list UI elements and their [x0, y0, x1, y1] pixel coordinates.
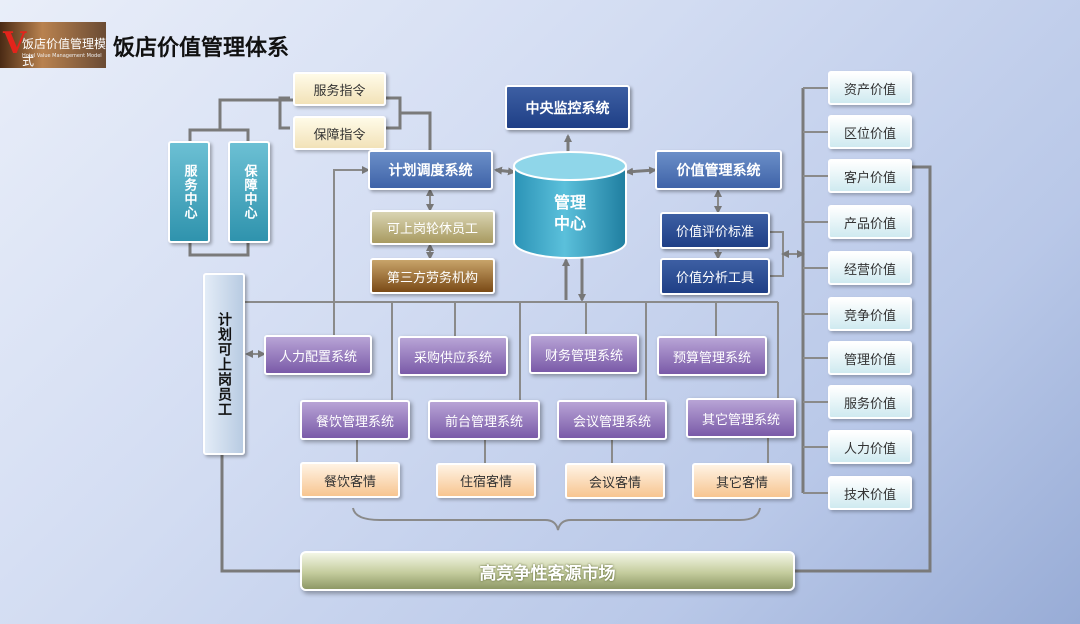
competitive-market[interactable]: 高竞争性客源市场 — [300, 551, 795, 591]
logo-mark: V — [3, 26, 27, 61]
procurement-system[interactable]: 采购供应系统 — [398, 336, 508, 376]
rotation-staff[interactable]: 可上岗轮休员工 — [370, 210, 495, 245]
page-title: 饭店价值管理体系 — [113, 36, 290, 61]
fnb-system[interactable]: 餐饮管理系统 — [300, 400, 410, 440]
plan-staff-label: 计划可上岗员工 — [216, 311, 232, 417]
value-management-system[interactable]: 价值管理系统 — [655, 150, 782, 190]
value-item-operation[interactable]: 经营价值 — [828, 251, 912, 285]
value-item-technology[interactable]: 技术价值 — [828, 476, 912, 510]
conference-guest-info[interactable]: 会议客情 — [565, 463, 665, 499]
central-monitor-system[interactable]: 中央监控系统 — [505, 85, 630, 130]
conference-system[interactable]: 会议管理系统 — [557, 400, 667, 440]
management-center-cylinder[interactable] — [512, 150, 628, 262]
service-center[interactable]: 服务中心 — [168, 141, 210, 243]
value-item-management[interactable]: 管理价值 — [828, 341, 912, 375]
plan-staff: 计划可上岗员工 — [203, 273, 245, 455]
finance-system[interactable]: 财务管理系统 — [529, 334, 639, 374]
logo-text: 饭店价值管理模式 — [22, 37, 106, 68]
logo-subtext: Hotel Value Management Model — [22, 53, 102, 59]
value-item-customer[interactable]: 客户价值 — [828, 159, 912, 193]
lodging-guest-info[interactable]: 住宿客情 — [436, 463, 536, 498]
management-center-label: 管理中心 — [518, 192, 622, 234]
value-item-location[interactable]: 区位价值 — [828, 115, 912, 149]
other-system[interactable]: 其它管理系统 — [686, 398, 796, 438]
management-center-text: 管理中心 — [553, 193, 586, 233]
budget-system[interactable]: 预算管理系统 — [657, 336, 767, 376]
support-center[interactable]: 保障中心 — [228, 141, 270, 243]
other-guest-info[interactable]: 其它客情 — [692, 463, 792, 499]
plan-dispatch-system[interactable]: 计划调度系统 — [368, 150, 493, 190]
value-analysis-tool[interactable]: 价值分析工具 — [660, 258, 770, 295]
hr-config-system[interactable]: 人力配置系统 — [264, 335, 372, 375]
support-order[interactable]: 保障指令 — [293, 116, 386, 150]
value-item-product[interactable]: 产品价值 — [828, 205, 912, 239]
value-eval-standard[interactable]: 价值评价标准 — [660, 212, 770, 249]
service-order[interactable]: 服务指令 — [293, 72, 386, 106]
value-item-human[interactable]: 人力价值 — [828, 430, 912, 464]
third-party-agency[interactable]: 第三方劳务机构 — [370, 258, 495, 294]
front-desk-system[interactable]: 前台管理系统 — [428, 400, 540, 440]
value-item-competition[interactable]: 竞争价值 — [828, 297, 912, 331]
brand-logo: V 饭店价值管理模式 Hotel Value Management Model — [0, 22, 106, 68]
fnb-guest-info[interactable]: 餐饮客情 — [300, 462, 400, 498]
value-item-asset[interactable]: 资产价值 — [828, 71, 912, 105]
value-item-service[interactable]: 服务价值 — [828, 385, 912, 419]
